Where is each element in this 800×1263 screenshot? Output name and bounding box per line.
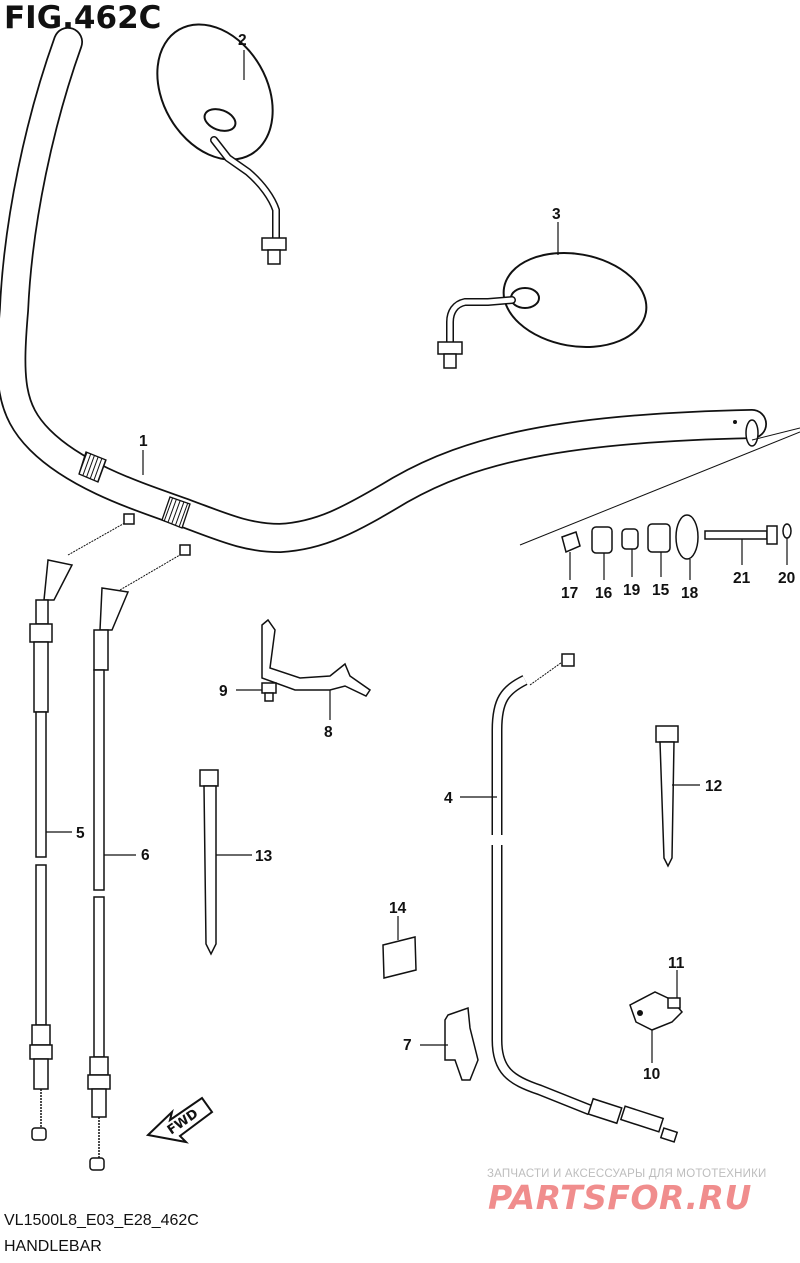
throttle-cable-5 (29, 513, 135, 1141)
bolt-11 (667, 997, 681, 1009)
clutch-cable-4 (491, 653, 679, 1143)
callout-18: 18 (681, 585, 699, 602)
figure-title: FIG.462C (4, 0, 162, 36)
callout-numbers: 1 2 3 4 5 6 7 8 9 10 11 12 13 14 15 16 1… (76, 32, 795, 1083)
callout-9: 9 (219, 683, 228, 700)
throttle-cable-6 (87, 544, 191, 1171)
balancer-hardware (561, 514, 792, 560)
callout-5: 5 (76, 825, 85, 842)
mirror-left-part (156, 23, 287, 265)
fwd-arrow-icon: FWD (145, 1096, 214, 1144)
handlebar-part (0, 27, 800, 553)
leader-lines (46, 50, 788, 1063)
callout-15: 15 (652, 582, 670, 599)
callout-14: 14 (389, 900, 407, 917)
figure-code: VL1500L8_E03_E28_462C (4, 1212, 199, 1229)
callout-12: 12 (705, 778, 722, 795)
callout-4: 4 (444, 790, 453, 807)
label-14 (382, 936, 417, 979)
callout-17: 17 (561, 585, 578, 602)
cable-tie-12 (655, 725, 679, 868)
callout-6: 6 (141, 847, 150, 864)
figure-name: HANDLEBAR (4, 1238, 102, 1255)
clamp-7 (444, 1006, 479, 1081)
callout-2: 2 (238, 32, 247, 49)
watermark-tagline: ЗАПЧАСТИ И АКСЕССУАРЫ ДЛЯ МОТОТЕХНИКИ (487, 1168, 767, 1180)
callout-16: 16 (595, 585, 613, 602)
mirror-right-part (437, 252, 648, 369)
callout-3: 3 (552, 206, 561, 223)
callout-8: 8 (324, 724, 333, 741)
callout-10: 10 (643, 1066, 660, 1083)
callout-21: 21 (733, 570, 751, 587)
callout-13: 13 (255, 848, 273, 865)
callout-1: 1 (139, 433, 148, 450)
callout-19: 19 (623, 582, 641, 599)
bolt-9 (261, 682, 277, 702)
callout-7: 7 (403, 1037, 412, 1054)
callout-20: 20 (778, 570, 795, 587)
cable-tie-13 (199, 769, 219, 956)
watermark-logo: PARTSFOR.RU (488, 1178, 752, 1217)
callout-11: 11 (668, 955, 685, 972)
cable-guide-8 (261, 618, 372, 697)
